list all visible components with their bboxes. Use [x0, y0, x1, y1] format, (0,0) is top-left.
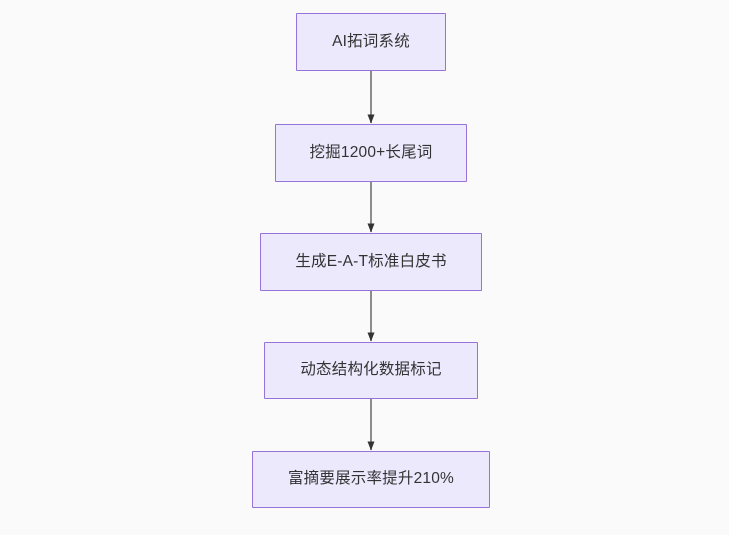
flow-node-label: 生成E-A-T标准白皮书 — [295, 252, 447, 270]
flow-node-ai-keyword-system[interactable]: AI拓词系统 — [296, 13, 446, 71]
flow-node-dynamic-structured-data-markup[interactable]: 动态结构化数据标记 — [264, 342, 478, 399]
flow-node-mine-longtail-keywords[interactable]: 挖掘1200+长尾词 — [275, 124, 467, 182]
flow-node-rich-snippet-impression-lift[interactable]: 富摘要展示率提升210% — [252, 451, 490, 508]
flow-node-generate-eat-whitepaper[interactable]: 生成E-A-T标准白皮书 — [260, 233, 482, 291]
flow-node-label: 动态结构化数据标记 — [300, 361, 442, 379]
flow-node-label: 富摘要展示率提升210% — [287, 470, 455, 488]
flow-node-label: AI拓词系统 — [332, 32, 410, 50]
flow-node-label: 挖掘1200+长尾词 — [309, 143, 433, 161]
